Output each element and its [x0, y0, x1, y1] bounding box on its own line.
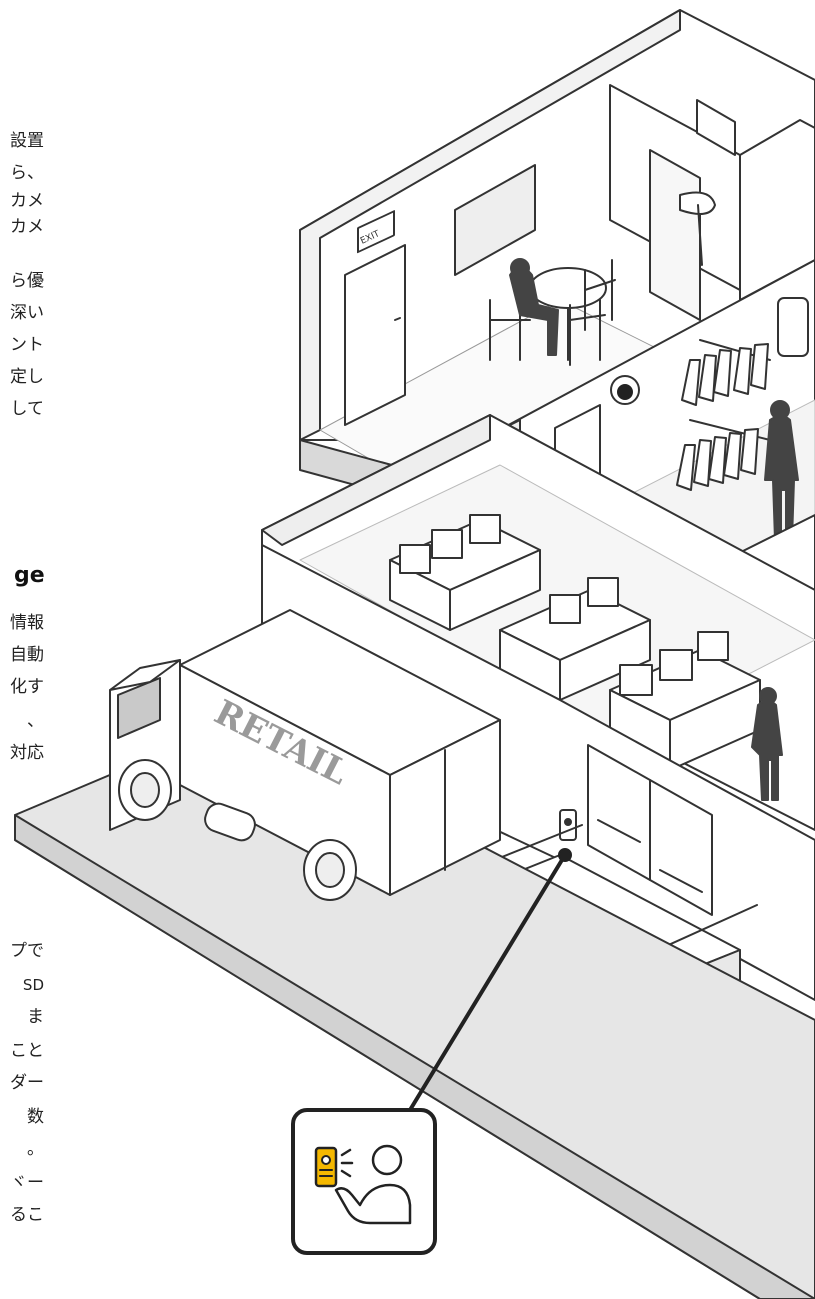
intercom-device-icon — [559, 809, 577, 841]
text-line: 設置 — [10, 131, 44, 151]
callout-dot — [558, 848, 572, 862]
text-line: 化す — [10, 677, 44, 697]
text-line: 。 — [27, 1139, 44, 1159]
shelf-unit — [389, 514, 541, 631]
clothing-rack — [676, 339, 771, 491]
text-line: 対応 — [10, 743, 44, 763]
text-line: 、 — [27, 711, 44, 731]
break-room — [299, 9, 815, 501]
text-line: プで — [10, 941, 44, 961]
text-line: ント — [10, 335, 44, 355]
text-line: ダー — [10, 1073, 44, 1093]
text-line: 定し — [10, 367, 44, 387]
dome-camera-icon — [610, 375, 640, 405]
text-line: ヾー — [10, 1173, 44, 1193]
text-line: カメ — [10, 191, 44, 211]
text-line: 深い — [10, 303, 44, 323]
callout-line — [408, 853, 567, 1112]
intercom-visitor-icon — [291, 1108, 437, 1255]
text-line: 自動 — [10, 645, 44, 665]
text-line: こと — [10, 1041, 44, 1061]
shelf-unit — [499, 577, 651, 701]
text-line: カメ — [10, 217, 44, 237]
text-line: るこ — [10, 1205, 44, 1225]
warehouse — [261, 414, 815, 831]
text-line: SD — [22, 976, 44, 994]
delivery-truck — [109, 609, 501, 901]
text-line: して — [10, 399, 45, 419]
section-heading: ge — [14, 563, 45, 588]
text-line: ま — [27, 1007, 44, 1027]
text-line: 数 — [27, 1107, 44, 1127]
text-line: ら優 — [10, 271, 44, 291]
front-facade — [14, 544, 815, 1299]
text-line: ら、 — [10, 163, 44, 183]
text-line: 情報 — [10, 613, 44, 633]
